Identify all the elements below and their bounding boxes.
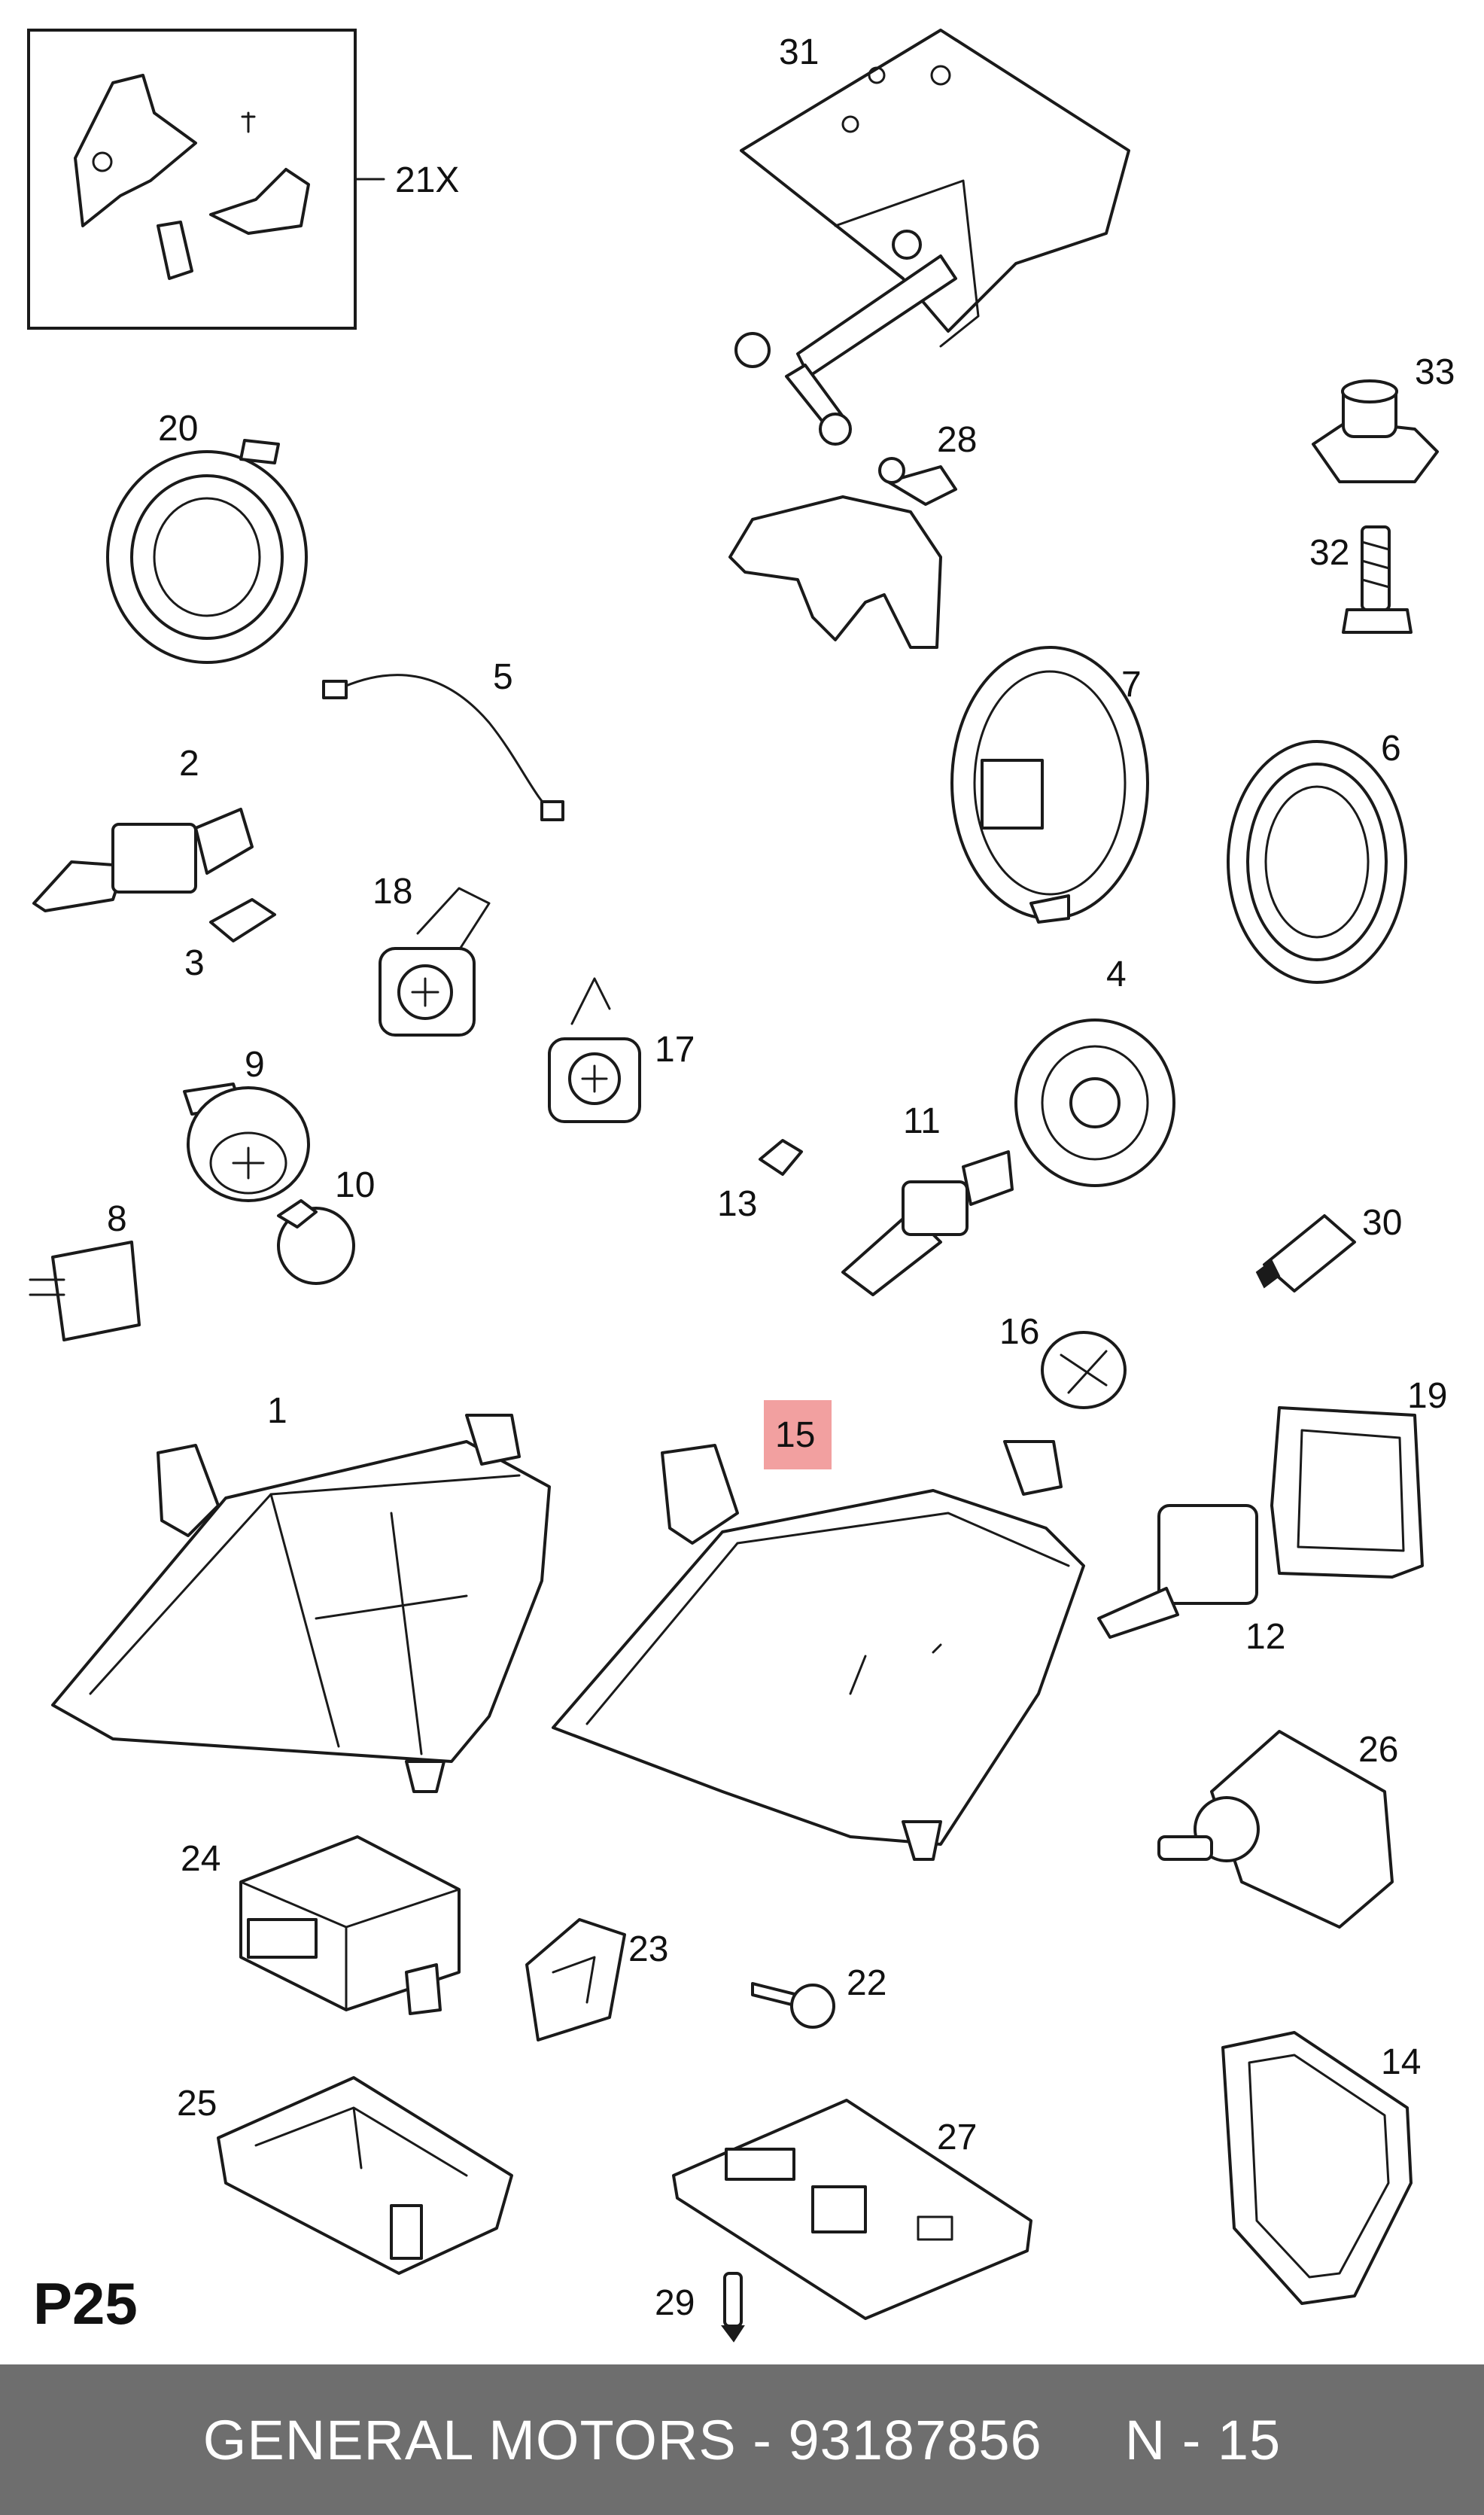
part-8-connector[interactable]: [29, 1241, 141, 1341]
part-24-control-unit[interactable]: [239, 1835, 461, 2015]
part-14-gasket[interactable]: [1221, 2031, 1413, 2305]
part-10-bulb[interactable]: [277, 1199, 355, 1285]
label-21x: 21X: [395, 160, 459, 200]
label-9: 9: [245, 1045, 265, 1085]
label-26: 26: [1358, 1730, 1398, 1770]
label-30: 30: [1362, 1203, 1402, 1243]
part-27-ballast[interactable]: [672, 2099, 1032, 2320]
footer-manufacturer: GENERAL MOTORS - 93187856: [202, 2408, 1042, 2471]
part-12-xenon-bulb[interactable]: [1097, 1504, 1258, 1639]
label-3: 3: [184, 943, 205, 983]
part-26-leveling-motor[interactable]: [1157, 1730, 1394, 1929]
label-33: 33: [1415, 352, 1455, 392]
label-28: 28: [937, 420, 977, 460]
part-25-tray[interactable]: [217, 2076, 513, 2275]
part-29-screw[interactable]: [721, 2272, 745, 2343]
part-28-bracket[interactable]: [728, 457, 957, 649]
part-30-sensor[interactable]: [1255, 1214, 1356, 1293]
label-1: 1: [267, 1391, 287, 1431]
part-9-socket[interactable]: [183, 1082, 310, 1202]
label-29: 29: [655, 2283, 695, 2323]
label-12: 12: [1245, 1617, 1285, 1657]
label-8: 8: [107, 1199, 127, 1239]
label-27: 27: [937, 2118, 977, 2157]
part-18-socket[interactable]: [379, 887, 491, 1037]
label-2: 2: [179, 744, 199, 784]
label-20: 20: [158, 409, 198, 449]
part-33-nut[interactable]: [1312, 379, 1439, 483]
part-31-bracket[interactable]: [734, 29, 1130, 446]
part-19-seal[interactable]: [1270, 1406, 1424, 1579]
label-18: 18: [373, 872, 412, 912]
part-20-ring[interactable]: [106, 439, 308, 664]
part-32-bolt[interactable]: [1342, 525, 1413, 634]
part-1-headlamp[interactable]: [51, 1414, 551, 1793]
part-13-bulb[interactable]: [759, 1139, 803, 1176]
part-7-ring[interactable]: [950, 646, 1149, 924]
footer-code: N - 15: [1124, 2408, 1282, 2471]
part-5-wire-harness[interactable]: [322, 674, 564, 821]
label-17: 17: [655, 1030, 695, 1070]
label-10: 10: [335, 1165, 375, 1205]
label-31: 31: [779, 32, 819, 72]
part-23-clip[interactable]: [525, 1918, 626, 2042]
label-15: 15: [775, 1415, 815, 1455]
part-21x-kit-box[interactable]: [27, 29, 385, 330]
part-11-bulb[interactable]: [841, 1150, 1014, 1296]
footer-bar: GENERAL MOTORS - 93187856 N - 15: [0, 2364, 1484, 2515]
part-16-connector[interactable]: [1041, 1331, 1127, 1409]
label-7: 7: [1121, 665, 1142, 705]
label-11: 11: [903, 1101, 941, 1141]
part-3-small-bulb[interactable]: [209, 898, 276, 942]
label-13: 13: [717, 1184, 757, 1224]
label-22: 22: [847, 1963, 886, 2003]
label-24: 24: [181, 1839, 220, 1879]
label-14: 14: [1381, 2042, 1421, 2082]
label-23: 23: [628, 1929, 668, 1969]
highlight-box: [764, 1400, 832, 1469]
part-15-headlamp[interactable]: [552, 1440, 1085, 1861]
label-25: 25: [177, 2084, 217, 2124]
label-19: 19: [1407, 1376, 1447, 1416]
part-2-bulb[interactable]: [32, 808, 254, 912]
label-4: 4: [1106, 955, 1127, 994]
exploded-parts-diagram: 21X 31 33 20 28 32 5 7 6 2 3 18 17 4 9 1…: [27, 29, 1455, 2343]
part-22-screw[interactable]: [751, 1982, 835, 2029]
part-6-ring[interactable]: [1227, 740, 1407, 984]
label-32: 32: [1309, 533, 1349, 573]
label-6: 6: [1381, 729, 1401, 769]
label-16: 16: [999, 1312, 1039, 1352]
label-5: 5: [493, 657, 513, 697]
page-code: P25: [33, 2270, 138, 2337]
part-17-socket[interactable]: [548, 977, 641, 1123]
part-4-socket[interactable]: [1014, 1018, 1175, 1187]
